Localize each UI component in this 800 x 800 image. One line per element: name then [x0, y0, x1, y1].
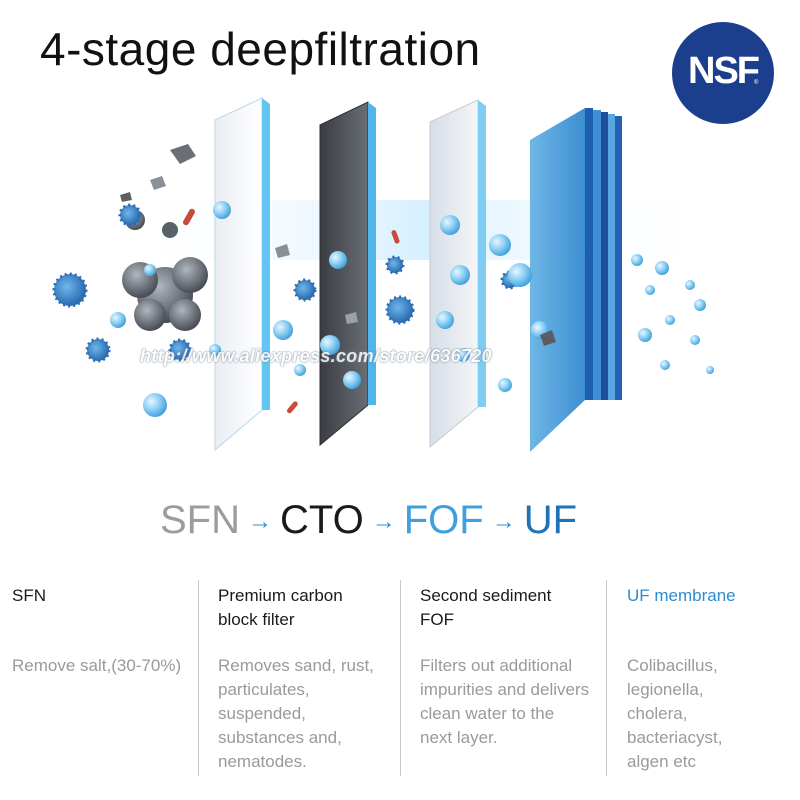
arrow-icon: → — [491, 508, 516, 535]
filter-layer-cto — [319, 101, 376, 447]
stage-sfn: SFN — [160, 497, 240, 542]
column-carbon: Premium carbon block filter Removes sand… — [218, 580, 390, 776]
stage-sequence: SFN → CTO → FOF → UF — [160, 490, 577, 550]
stage-uf: UF — [523, 497, 578, 542]
nsf-badge: NSF ® — [672, 22, 774, 124]
column-divider — [606, 580, 607, 776]
stage-descriptions: SFN Remove salt,(30-70%) Premium carbon … — [0, 580, 800, 780]
arrow-icon: → — [248, 508, 272, 535]
column-sediment: Second sediment FOF Filters out addition… — [420, 580, 592, 776]
column-description: Removes sand, rust, particulates, suspen… — [218, 656, 374, 771]
filter-layer-sfn — [214, 97, 270, 452]
column-sfn: SFN Remove salt,(30-70%) — [12, 580, 197, 776]
sediment-particles — [120, 144, 556, 414]
page-title: 4-stage deepfiltration — [40, 23, 481, 75]
column-description: Remove salt,(30-70%) — [12, 656, 182, 675]
filter-layer-uf — [530, 108, 622, 452]
column-description: Filters out additional impurities and de… — [420, 656, 590, 747]
column-title: Second sediment FOF — [420, 586, 552, 629]
column-title: UF membrane — [627, 586, 736, 605]
water-droplets — [110, 201, 714, 417]
column-title: SFN — [12, 586, 46, 605]
arrow-icon: → — [371, 508, 396, 535]
column-uf: UF membrane Colibacillus, legionella, ch… — [627, 580, 792, 776]
column-description: Colibacillus, legionella, cholera, bacte… — [627, 656, 723, 771]
column-divider — [198, 580, 199, 776]
column-divider — [400, 580, 401, 776]
column-title: Premium carbon block filter — [218, 586, 343, 629]
nsf-badge-text: NSF — [688, 50, 760, 92]
light-streak — [120, 200, 720, 260]
stage-fof: FOF — [403, 497, 484, 542]
watermark-url: http://www.aliexpress.com/store/636720 — [140, 346, 492, 366]
filtration-illustration — [52, 97, 720, 452]
nsf-registered-mark: ® — [754, 80, 759, 86]
stage-cto: CTO — [280, 497, 364, 542]
